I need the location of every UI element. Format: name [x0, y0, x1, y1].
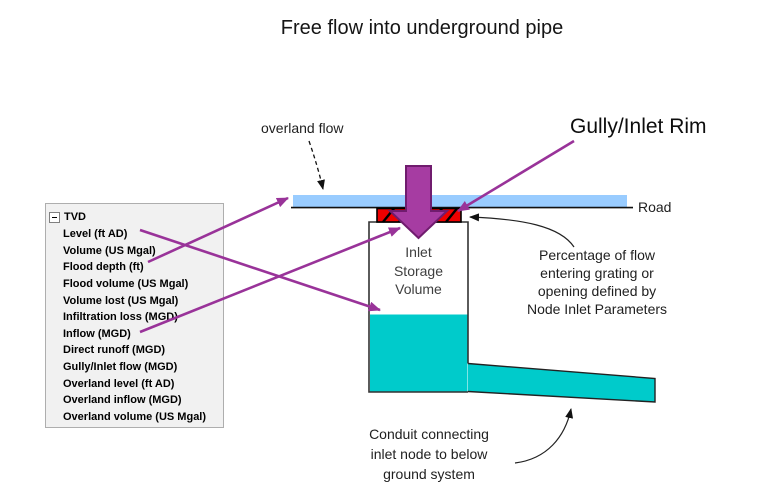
- conduit-note-line: ground system: [383, 466, 475, 482]
- inlet-storage-volume-label: Inlet Storage Volume: [369, 243, 468, 299]
- conduit-note-line: Conduit connecting: [369, 426, 489, 442]
- conduit-note-line: inlet node to below: [370, 446, 488, 462]
- tvd-tree-panel: TVD Level (ft AD) Volume (US Mgal) Flood…: [45, 203, 224, 428]
- tree-item-inflow[interactable]: Inflow (MGD): [63, 327, 131, 340]
- tree-root-label: TVD: [64, 211, 86, 224]
- percentage-note: Percentage of flow entering grating or o…: [503, 246, 691, 318]
- percentage-note-line: entering grating or: [540, 265, 654, 281]
- inlet-storage-line: Volume: [395, 281, 442, 297]
- conduit-note: Conduit connecting inlet node to below g…: [348, 424, 510, 484]
- inlet-stored-water: [370, 314, 468, 392]
- tree-root-row[interactable]: TVD: [46, 209, 223, 226]
- conduit-note-arrow: [514, 408, 574, 464]
- overland-flow-label: overland flow: [261, 120, 344, 136]
- tree-item-gully-inlet-flow[interactable]: Gully/Inlet flow (MGD): [63, 361, 178, 374]
- grating-hatch: [382, 207, 395, 223]
- tree-item-volume-lost[interactable]: Volume lost (US Mgal): [63, 294, 179, 307]
- inlet-storage-line: Storage: [393, 262, 444, 279]
- tree-item-infiltration-loss[interactable]: Infiltration loss (MGD): [63, 311, 178, 324]
- tree-item-overland-volume[interactable]: Overland volume (US Mgal): [63, 411, 207, 423]
- tree-item-direct-runoff[interactable]: Direct runoff (MGD): [63, 344, 166, 357]
- percentage-note-line: Node Inlet Parameters: [526, 301, 668, 317]
- gully-inlet-rim-label: Gully/Inlet Rim: [570, 115, 707, 138]
- road-water-bar: [293, 195, 627, 207]
- tree-item-flood-depth[interactable]: Flood depth (ft): [63, 261, 144, 274]
- big-inflow-arrow: [387, 165, 450, 240]
- grating-hatch: [445, 207, 458, 223]
- overland-flow-arrow: [308, 140, 325, 190]
- percentage-note-line: Percentage of flow: [539, 247, 655, 263]
- conduit-outline: [467, 362, 656, 403]
- tree-item-flood-volume[interactable]: Flood volume (US Mgal): [63, 277, 189, 290]
- arrow-gully-rim-to-grating: [457, 139, 575, 213]
- tree-item-overland-level[interactable]: Overland level (ft AD): [63, 377, 175, 390]
- inlet-storage-line: Inlet: [405, 244, 432, 260]
- tree-item-overland-inflow[interactable]: Overland inflow (MGD): [63, 394, 182, 407]
- grating-hatch: [430, 207, 443, 223]
- page-title: Free flow into underground pipe: [280, 17, 564, 39]
- tree-item-volume[interactable]: Volume (US Mgal): [63, 244, 156, 257]
- inlet-grating: [376, 207, 462, 223]
- conduit-shape: [468, 363, 655, 402]
- tree-item-level[interactable]: Level (ft AD): [63, 227, 128, 240]
- collapse-icon[interactable]: [49, 211, 60, 223]
- grating-hatch: [398, 207, 411, 223]
- road-label: Road: [638, 199, 672, 215]
- percentage-note-line: opening defined by: [537, 283, 657, 299]
- grating-hatch: [414, 207, 427, 223]
- grating-note-arrow: [469, 213, 575, 248]
